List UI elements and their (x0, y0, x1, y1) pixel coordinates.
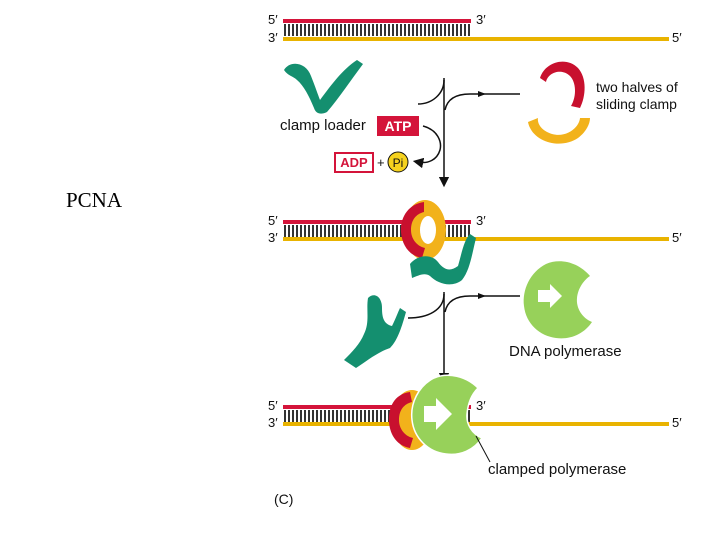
three-prime-end: 3′ (476, 213, 486, 228)
loader-on-dna (410, 234, 476, 285)
five-prime-end: 5′ (268, 398, 278, 413)
template-strand (283, 237, 669, 241)
loaded-clamp-red (400, 202, 425, 258)
three-prime-end: 3′ (476, 12, 486, 27)
three-prime-end: 3′ (268, 415, 278, 430)
dna-duplex-1: 5′ 3′ 3′ 5′ (268, 12, 682, 45)
clamped-polymerase-label: clamped polymerase (488, 461, 626, 478)
clamp-hole (420, 216, 436, 244)
primer-strand (283, 405, 471, 409)
side-label-pcna: PCNA (66, 188, 123, 212)
clamp-red-final (388, 392, 413, 448)
two-halves-label-line2: sliding clamp (596, 96, 677, 112)
five-prime-end: 5′ (268, 12, 278, 27)
five-prime-end: 5′ (672, 30, 682, 45)
three-prime-end: 3′ (268, 230, 278, 245)
five-prime-end: 5′ (268, 213, 278, 228)
atp-badge (377, 116, 419, 136)
clamped-polymerase-arrow-icon (424, 398, 452, 430)
clamp-loader-label: clamp loader (280, 117, 366, 134)
three-prime-end: 3′ (268, 30, 278, 45)
plus-sign: + (377, 155, 385, 170)
released-clamp-loader (344, 295, 406, 368)
polymerase-arrow-icon (538, 284, 562, 308)
dna-polymerase-label: DNA polymerase (509, 343, 622, 360)
arrow-tip (478, 293, 486, 299)
phosphate-circle (387, 151, 409, 173)
clamp-loader-shape (284, 60, 363, 114)
template-strand (283, 37, 669, 41)
pi-label: Pi (393, 156, 404, 170)
template-strand (283, 422, 669, 426)
loader-release-arrow (407, 293, 445, 319)
dna-duplex-3: 5′ 3′ 3′ 5′ (268, 398, 682, 430)
adp-badge (334, 152, 374, 173)
hydrolysis-arrow (412, 125, 442, 169)
arrow-tip (478, 91, 486, 97)
two-halves-label-line1: two halves of (596, 79, 678, 95)
clamp-half-red (540, 61, 585, 108)
clamp-incoming-arrow (444, 93, 520, 111)
primer-strand (283, 220, 471, 224)
five-prime-end: 5′ (672, 415, 682, 430)
five-prime-end: 5′ (672, 230, 682, 245)
label-leader-line (475, 435, 491, 463)
three-prime-end: 3′ (476, 398, 486, 413)
polymerase-incoming-arrow (444, 295, 520, 313)
base-pairs (283, 24, 471, 36)
adp-label: ADP (340, 155, 368, 170)
atp-label: ATP (385, 118, 412, 134)
loader-incoming-arrow (417, 79, 445, 105)
clamp-half-yellow (528, 118, 590, 144)
panel-label: (C) (274, 491, 293, 507)
primer-strand (283, 19, 471, 23)
